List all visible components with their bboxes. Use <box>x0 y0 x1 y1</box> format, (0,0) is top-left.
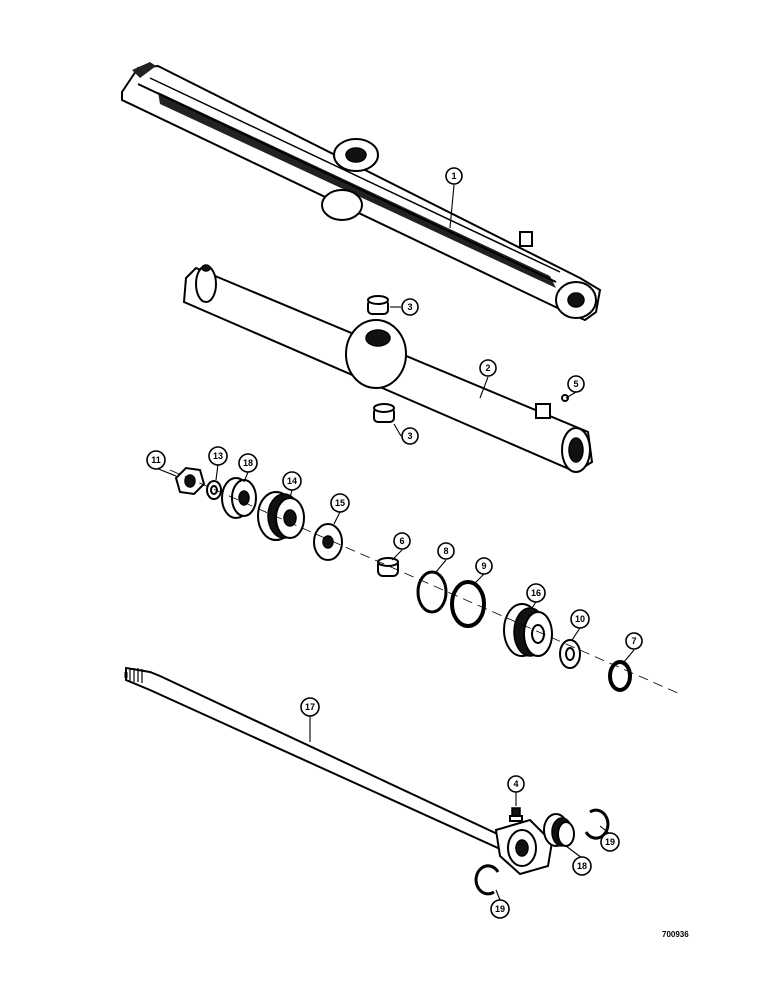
callout-10: 10 <box>570 609 590 629</box>
part-10-seal <box>559 639 581 669</box>
part-18-gland-upper <box>221 477 257 519</box>
callout-15: 15 <box>330 493 350 513</box>
svg-text:7: 7 <box>631 636 636 646</box>
svg-text:18: 18 <box>243 458 253 468</box>
callout-14: 14 <box>282 471 302 491</box>
svg-text:5: 5 <box>573 379 578 389</box>
callout-3-lower: 3 <box>401 427 419 445</box>
reference-number: 700936 <box>662 930 689 939</box>
svg-text:18: 18 <box>577 861 587 871</box>
part-15-spacer <box>313 523 343 561</box>
part-18-bushing-lower <box>543 813 575 847</box>
callout-17: 17 <box>300 697 320 717</box>
svg-text:8: 8 <box>443 546 448 556</box>
part-17-rod <box>124 666 554 876</box>
svg-text:4: 4 <box>513 779 518 789</box>
part-4-grease-fitting <box>509 807 523 822</box>
part-6-seal <box>377 557 399 577</box>
svg-text:15: 15 <box>335 498 345 508</box>
svg-text:14: 14 <box>287 476 297 486</box>
svg-text:11: 11 <box>151 455 161 465</box>
callout-9: 9 <box>475 557 493 575</box>
callout-6: 6 <box>393 532 411 550</box>
svg-text:19: 19 <box>495 904 505 914</box>
part-19-snap-ring-left <box>474 864 500 896</box>
svg-text:2: 2 <box>485 363 490 373</box>
part-2-barrel <box>182 264 594 474</box>
svg-text:13: 13 <box>213 451 223 461</box>
part-1-housing <box>121 62 602 322</box>
svg-text:1: 1 <box>451 171 456 181</box>
part-19-snap-ring-right <box>584 808 610 840</box>
svg-text:3: 3 <box>407 302 412 312</box>
part-9-backup-ring <box>450 580 486 628</box>
part-11-nut <box>174 466 206 496</box>
callout-18-upper: 18 <box>238 453 258 473</box>
part-3-bushing-lower <box>373 403 395 423</box>
svg-text:6: 6 <box>399 536 404 546</box>
svg-text:3: 3 <box>407 431 412 441</box>
callout-13: 13 <box>208 446 228 466</box>
leader-lines <box>155 184 635 901</box>
callout-16: 16 <box>526 583 546 603</box>
svg-text:17: 17 <box>305 702 315 712</box>
svg-text:16: 16 <box>531 588 541 598</box>
callout-5: 5 <box>567 375 585 393</box>
part-16-head <box>503 603 553 657</box>
callout-8: 8 <box>437 542 455 560</box>
part-3-bushing-upper <box>367 295 389 315</box>
part-14-piston <box>257 491 305 541</box>
callout-1: 1 <box>445 167 463 185</box>
part-13-washer <box>206 480 222 500</box>
callout-19-right: 19 <box>600 832 620 852</box>
svg-text:9: 9 <box>481 561 486 571</box>
svg-text:10: 10 <box>575 614 585 624</box>
callout-7: 7 <box>625 632 643 650</box>
callout-18-lower: 18 <box>572 856 592 876</box>
svg-text:19: 19 <box>605 837 615 847</box>
callout-3-upper: 3 <box>401 298 419 316</box>
callout-2: 2 <box>479 359 497 377</box>
part-7-wiper <box>608 660 632 692</box>
part-8-o-ring <box>416 570 448 614</box>
part-5-fitting <box>561 394 569 402</box>
callout-4: 4 <box>507 775 525 793</box>
callout-11: 11 <box>146 450 166 470</box>
callout-19-left: 19 <box>490 899 510 919</box>
